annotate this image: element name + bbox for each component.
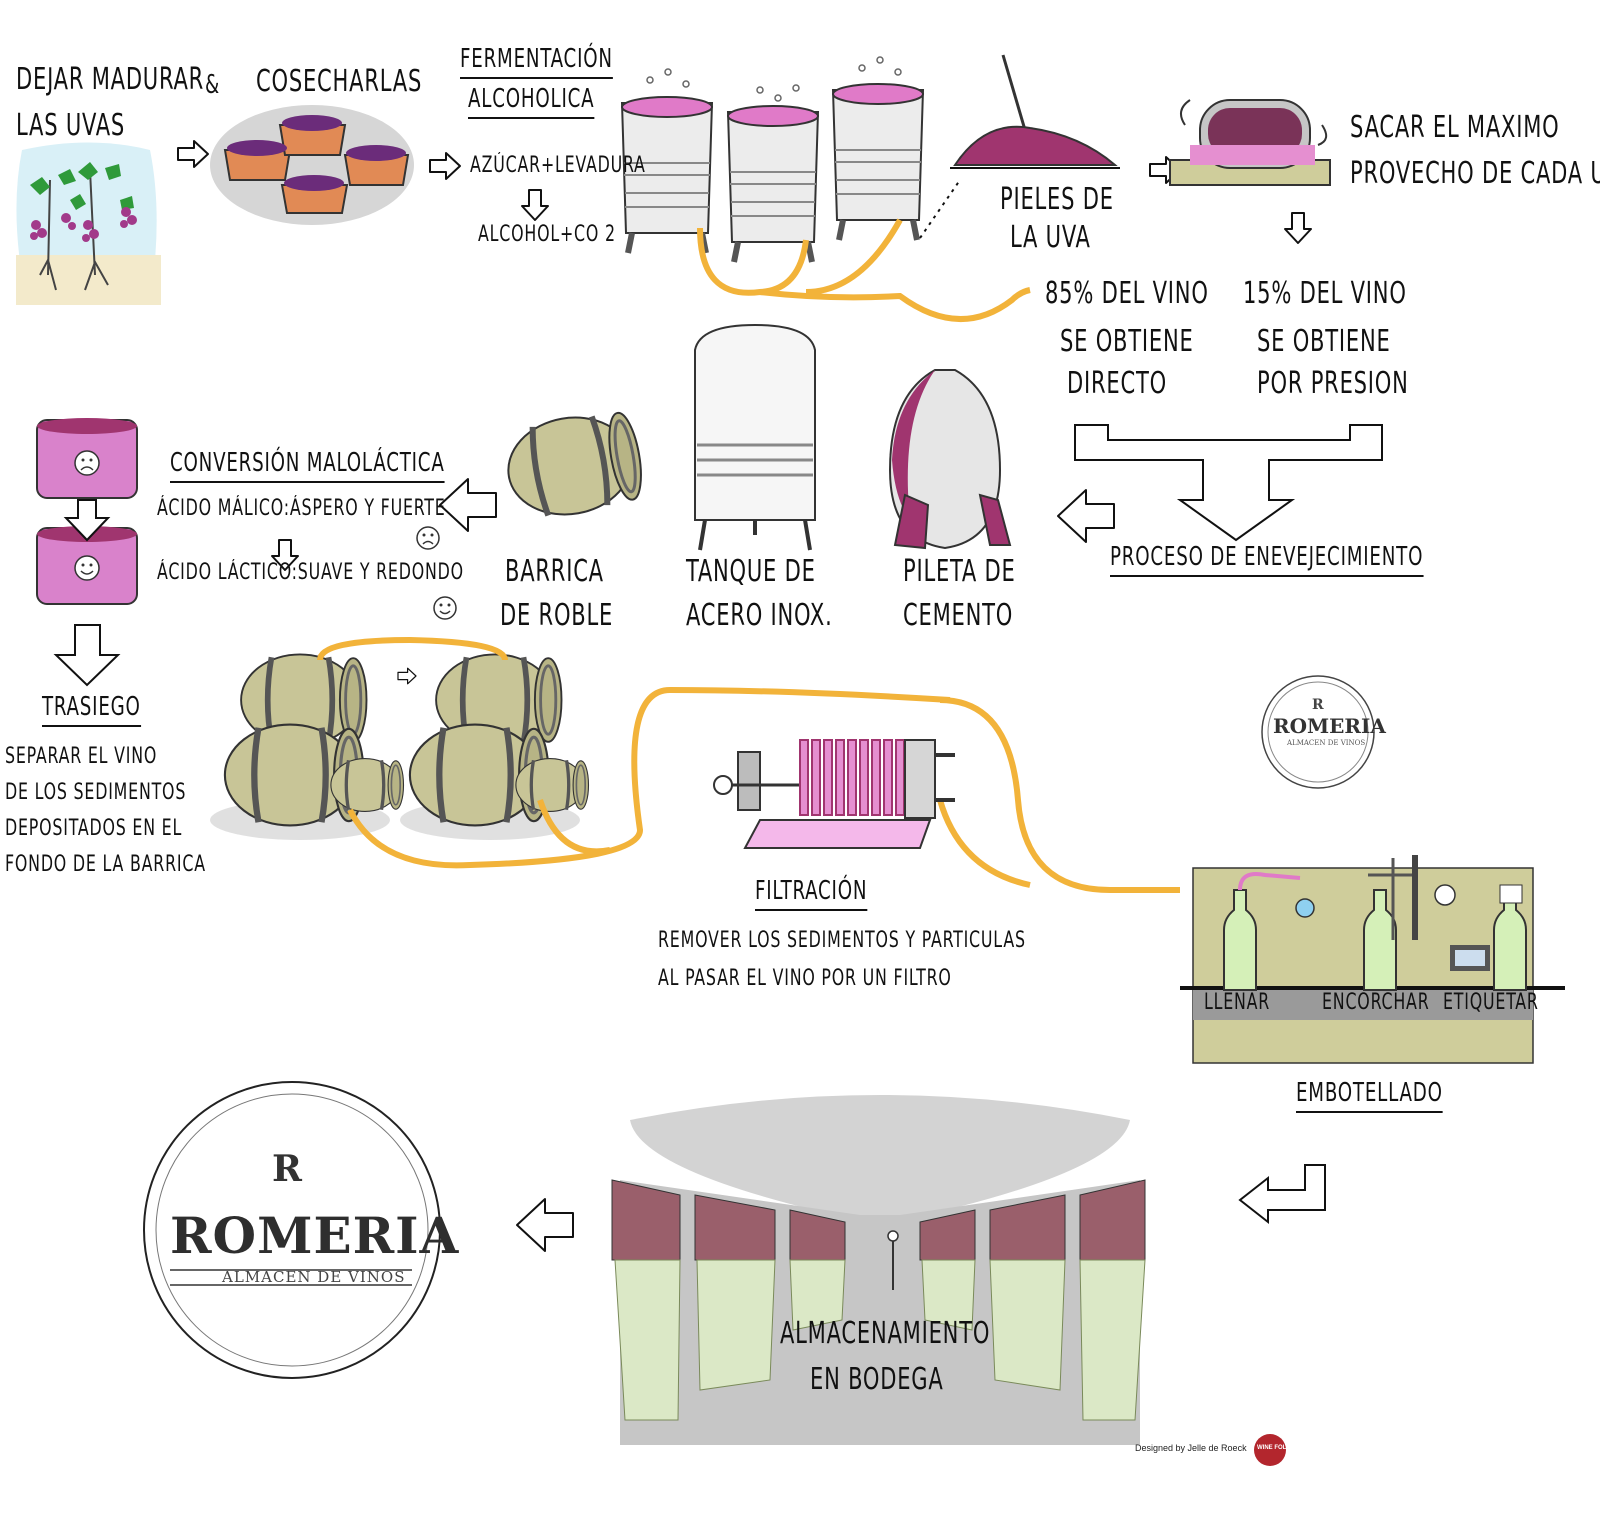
filtration-line1: REMOVER LOS SEDIMENTOS Y PARTICULAS <box>658 928 1026 953</box>
arrow-left-icon <box>516 1198 574 1252</box>
small-seal-tagline: ALMACEN DE VINOS <box>1287 739 1366 747</box>
oak-barrel-icon <box>210 636 591 840</box>
filter-press-icon <box>713 739 955 849</box>
press-split-line1: 15% DEL VINO <box>1243 276 1407 311</box>
direct-split-line2: SE OBTIENE <box>1060 324 1194 359</box>
merge-arrow-icon <box>1074 424 1383 542</box>
big-seal-tagline: ALMACEN DE VINOS <box>222 1268 406 1286</box>
direct-split-line3: DIRECTO <box>1067 366 1167 401</box>
skins-label-line2: LA UVA <box>1010 220 1091 255</box>
big-seal-name: ROMERIA <box>170 1206 460 1265</box>
arrow-down-icon <box>53 624 121 687</box>
press-label-line2: PROVECHO DE CADA UVA <box>1350 156 1600 191</box>
ampersand-label: & <box>205 70 221 100</box>
romeria-seal-icon <box>143 1081 441 1379</box>
malolactic-title: CONVERSIÓN MALOLÁCTICA <box>170 448 445 484</box>
small-seal-initial: R <box>1312 697 1324 713</box>
racking-line3: DEPOSITADOS EN EL <box>5 816 183 841</box>
aging-title: PROCESO DE ENEVEJECIMIENTO <box>1110 542 1424 578</box>
wine-press-icon <box>1169 99 1331 186</box>
hose-icon <box>937 697 1180 893</box>
arrow-right-icon <box>177 140 209 168</box>
designer-credit: Designed by Jelle de Roeck <box>1135 1443 1247 1453</box>
arrow-left-icon <box>1057 489 1115 543</box>
big-seal-initial: R <box>272 1148 302 1190</box>
cellar-icon <box>611 1095 1146 1445</box>
storage-label-line1: ALMACENAMIENTO <box>780 1316 991 1351</box>
bottling-title: EMBOTELLADO <box>1296 1078 1443 1114</box>
press-split-line2: SE OBTIENE <box>1257 324 1391 359</box>
skins-label-line1: PIELES DE <box>1000 182 1114 217</box>
malolactic-line2: ÁCIDO LÁCTICO:SUAVE Y REDONDO <box>157 560 464 585</box>
cement-label-line2: CEMENTO <box>903 598 1014 633</box>
arrow-down-icon <box>1284 212 1312 244</box>
fermentation-tank-icon <box>622 56 1031 322</box>
barrel-label-line1: BARRICA <box>505 554 604 589</box>
fermentation-title-line2: ALCOHOLICA <box>468 84 595 120</box>
wine-folly-badge-icon <box>1254 1434 1286 1466</box>
bottling-fill-label: LLENAR <box>1204 990 1271 1015</box>
wine-folly-badge-text: WINE FOLLY <box>1257 1445 1294 1451</box>
sad-face-icon <box>74 450 440 550</box>
ripen-label-line2: LAS UVAS <box>16 108 126 143</box>
vine-icon <box>16 142 161 305</box>
fermentation-formula-line2: ALCOHOL+CO 2 <box>478 222 616 247</box>
filtration-title: FILTRACIÓN <box>755 876 868 912</box>
direct-split-line1: 85% DEL VINO <box>1045 276 1209 311</box>
shovel-icon <box>950 54 1120 169</box>
ripen-label-line1: DEJAR MADURAR <box>16 62 205 97</box>
malolactic-line1: ÁCIDO MÁLICO:ÁSPERO Y FUERTE <box>157 496 446 521</box>
bottling-cork-label: ENCORCHAR <box>1322 990 1430 1015</box>
fermentation-title-line1: FERMENTACIÓN <box>460 44 613 80</box>
steel-label-line1: TANQUE DE <box>686 554 816 589</box>
grape-basket-icon <box>210 105 414 225</box>
racking-line2: DE LOS SEDIMENTOS <box>5 780 187 805</box>
romeria-seal-icon <box>1261 675 1375 789</box>
oak-barrel-icon <box>501 407 648 524</box>
steel-label-line2: ACERO INOX. <box>686 598 833 633</box>
racking-title: TRASIEGO <box>42 692 141 728</box>
racking-line1: SEPARAR EL VINO <box>5 744 158 769</box>
racking-vessel-icon <box>36 418 138 605</box>
harvest-label: COSECHARLAS <box>256 64 423 99</box>
press-split-line3: POR PRESION <box>1257 366 1409 401</box>
arrow-left-icon <box>439 478 497 532</box>
cement-label-line1: PILETA DE <box>903 554 1016 589</box>
racking-line4: FONDO DE LA BARRICA <box>5 852 206 877</box>
happy-face-icon <box>74 555 457 620</box>
arrow-left-icon <box>1238 1164 1326 1225</box>
press-label-line1: SACAR EL MAXIMO <box>1350 110 1560 145</box>
steel-tank-icon <box>694 323 816 551</box>
bottling-machine-icon <box>1180 855 1565 1064</box>
hose-icon <box>347 686 951 869</box>
bottling-label-label: ETIQUETAR <box>1443 990 1539 1015</box>
arrow-right-icon <box>429 152 461 180</box>
arrow-down-icon <box>521 189 549 221</box>
barrel-label-line2: DE ROBLE <box>500 598 614 633</box>
storage-label-line2: EN BODEGA <box>810 1362 944 1397</box>
cement-egg-icon <box>888 369 1012 550</box>
filtration-line2: AL PASAR EL VINO POR UN FILTRO <box>658 966 952 991</box>
small-seal-name: ROMERIA <box>1273 714 1386 738</box>
fermentation-formula-line1: AZÚCAR+LEVADURA <box>470 153 646 178</box>
